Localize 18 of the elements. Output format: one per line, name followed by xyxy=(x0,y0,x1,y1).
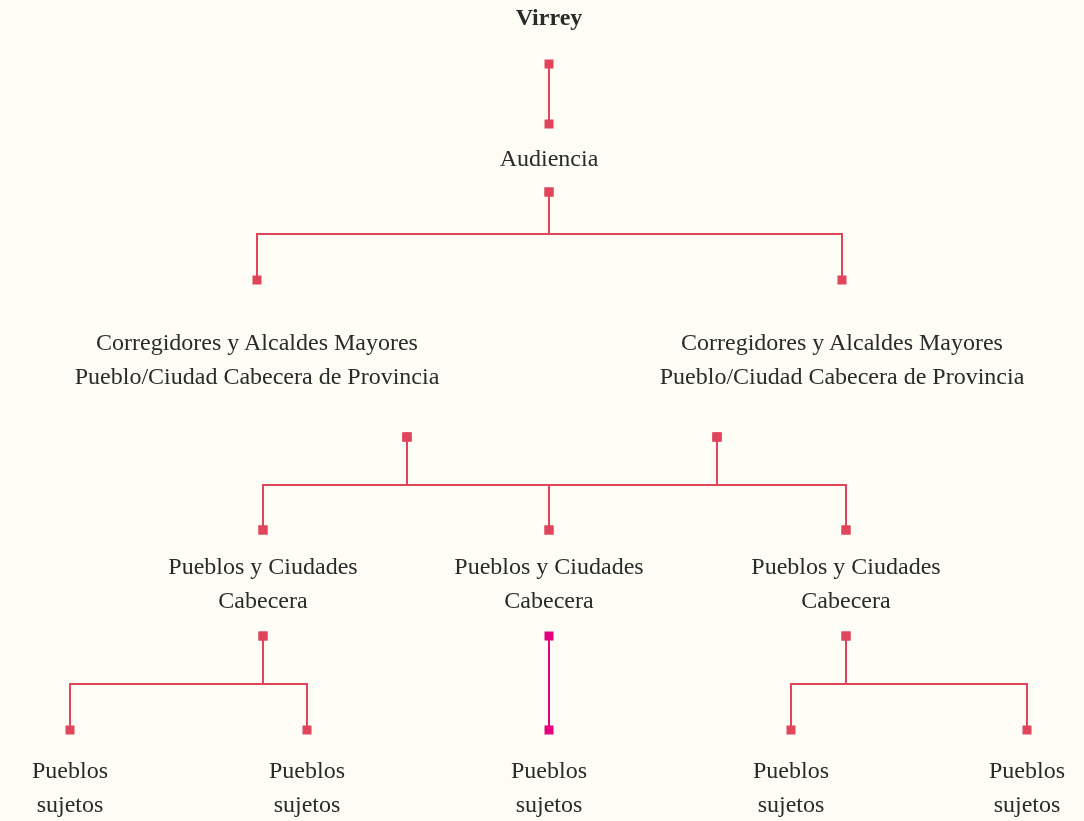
node-label: Pueblos sujetos xyxy=(510,756,588,819)
connector xyxy=(544,631,554,735)
node-label: Pueblos sujetos xyxy=(31,756,109,819)
node-label: Corregidores y Alcaldes Mayores Pueblo/Ciudad Cabecera de Provincia xyxy=(658,327,1026,391)
node-label: Pueblos sujetos xyxy=(752,756,830,819)
connector xyxy=(258,631,312,735)
node-label: Pueblos sujetos xyxy=(268,756,346,819)
node-label: Pueblos y Ciudades Cabecera xyxy=(750,552,942,615)
connector xyxy=(841,631,1032,735)
connector xyxy=(544,59,554,129)
node-label: Pueblos y Ciudades Cabecera xyxy=(453,552,645,615)
connector xyxy=(712,432,851,535)
node-label: Corregidores y Alcaldes Mayores Pueblo/Ciudad Cabecera de Provincia xyxy=(73,327,441,391)
title-text: Virrey xyxy=(515,3,583,32)
node-label: Pueblos y Ciudades Cabecera xyxy=(167,552,359,615)
node-label: Pueblos sujetos xyxy=(988,756,1066,819)
node-label: Audiencia xyxy=(499,144,599,173)
connector xyxy=(544,187,847,285)
